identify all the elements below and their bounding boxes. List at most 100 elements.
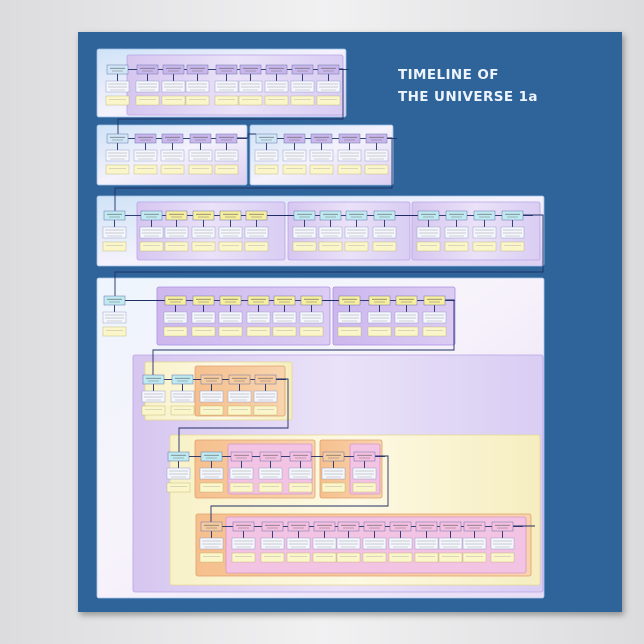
node-description-box (500, 226, 525, 239)
node-note-box (102, 326, 127, 337)
node-note-box (438, 552, 463, 563)
timeline-node-2-5 (215, 133, 238, 144)
node-note-box (214, 164, 239, 175)
node-description-box (352, 467, 377, 480)
timeline-node-3-4 (338, 133, 361, 144)
timeline-node-8-10 (439, 521, 462, 532)
row-connector-7 (210, 455, 389, 522)
timeline-node-5-6 (273, 295, 296, 306)
timeline-node-4-2 (140, 210, 163, 221)
timeline-node-6-4 (228, 374, 251, 385)
node-note-box (218, 326, 243, 337)
row-connector-1 (117, 68, 344, 134)
timeline-node-4-1 (103, 210, 126, 221)
timeline-node-6-2 (171, 374, 194, 385)
timeline-node-5-3 (192, 295, 215, 306)
node-description-box (139, 226, 164, 239)
node-note-box (105, 95, 130, 106)
node-description-box (102, 226, 127, 239)
node-description-box (258, 467, 283, 480)
node-note-box (394, 326, 419, 337)
node-description-box (141, 390, 166, 403)
node-description-box (312, 537, 337, 550)
timeline-node-7-5 (289, 451, 312, 462)
node-note-box (244, 241, 269, 252)
node-description-box (286, 537, 311, 550)
node-description-box (337, 311, 362, 324)
node-description-box (254, 149, 279, 162)
node-description-box (161, 80, 186, 93)
node-description-box (244, 226, 269, 239)
timeline-node-8-9 (415, 521, 438, 532)
node-note-box (288, 482, 313, 493)
node-description-box (422, 311, 447, 324)
node-description-box (472, 226, 497, 239)
node-note-box (282, 164, 307, 175)
node-note-box (299, 326, 324, 337)
node-note-box (185, 95, 210, 106)
node-description-box (102, 311, 127, 324)
node-description-box (133, 149, 158, 162)
node-note-box (309, 164, 334, 175)
node-description-box (264, 80, 289, 93)
node-note-box (170, 405, 195, 416)
node-note-box (231, 552, 256, 563)
row-connector-6 (178, 378, 289, 452)
timeline-node-2-4 (189, 133, 212, 144)
node-description-box (199, 390, 224, 403)
node-note-box (191, 326, 216, 337)
node-note-box (321, 482, 346, 493)
timeline-node-6-5 (254, 374, 277, 385)
title-line-2: THE UNIVERSE 1a (398, 89, 538, 105)
timeline-node-1-5 (215, 64, 238, 75)
timeline-node-3-1 (255, 133, 278, 144)
node-description-box (309, 149, 334, 162)
node-description-box (364, 149, 389, 162)
node-description-box (164, 226, 189, 239)
node-note-box (199, 405, 224, 416)
node-note-box (500, 241, 525, 252)
node-note-box (444, 241, 469, 252)
node-description-box (191, 311, 216, 324)
node-note-box (472, 241, 497, 252)
row-connector-4 (114, 214, 544, 296)
node-note-box (264, 95, 289, 106)
node-note-box (199, 482, 224, 493)
timeline-node-2-1 (106, 133, 129, 144)
timeline-node-1-6 (239, 64, 262, 75)
row-connector-5 (152, 299, 455, 375)
timeline-node-4-12 (445, 210, 468, 221)
node-note-box (166, 482, 191, 493)
node-note-box (318, 241, 343, 252)
timeline-node-3-5 (365, 133, 388, 144)
timeline-node-1-3 (162, 64, 185, 75)
node-note-box (246, 326, 271, 337)
timeline-node-1-8 (291, 64, 314, 75)
timeline-node-6-1 (142, 374, 165, 385)
node-note-box (290, 95, 315, 106)
poster-title: TIMELINE OF THE UNIVERSE 1a (398, 64, 538, 108)
node-description-box (414, 537, 439, 550)
timeline-node-2-2 (134, 133, 157, 144)
timeline-node-8-4 (287, 521, 310, 532)
node-description-box (166, 467, 191, 480)
node-description-box (292, 226, 317, 239)
node-description-box (227, 390, 252, 403)
timeline-node-8-6 (337, 521, 360, 532)
node-description-box (336, 537, 361, 550)
node-note-box (102, 241, 127, 252)
node-description-box (188, 149, 213, 162)
node-description-box (290, 80, 315, 93)
timeline-node-5-11 (423, 295, 446, 306)
node-note-box (362, 552, 387, 563)
timeline-node-8-7 (363, 521, 386, 532)
node-note-box (422, 326, 447, 337)
timeline-node-1-9 (317, 64, 340, 75)
node-note-box (490, 552, 515, 563)
node-description-box (416, 226, 441, 239)
timeline-node-1-7 (265, 64, 288, 75)
timeline-node-7-6 (322, 451, 345, 462)
timeline-node-8-2 (232, 521, 255, 532)
node-note-box (364, 164, 389, 175)
timeline-node-4-10 (373, 210, 396, 221)
